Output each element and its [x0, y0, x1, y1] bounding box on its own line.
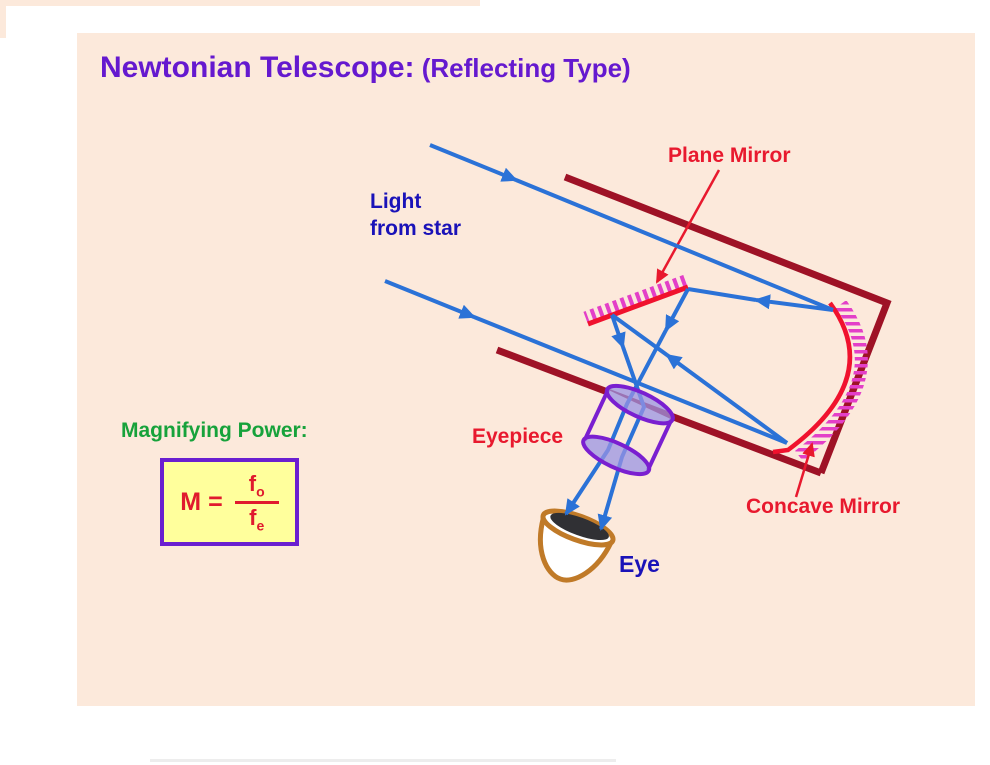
eye-pupil	[550, 512, 609, 541]
reflected-ray-2-start	[665, 353, 789, 445]
fraction-bar	[234, 500, 279, 504]
formula-fraction: fo fe	[234, 471, 279, 533]
formula-numerator: fo	[248, 471, 265, 500]
eye-drawing	[537, 508, 616, 583]
light-label-line2: from star	[370, 217, 462, 241]
eye-label: Eye	[619, 551, 660, 577]
reflected-ray-1-end	[687, 287, 757, 302]
top-edge-artifact	[0, 0, 480, 6]
light-from-star-label: Light from star	[370, 188, 461, 243]
eyepiece-ray-1-end	[597, 346, 647, 531]
eyepiece-top-lens	[604, 383, 675, 426]
plane-mirror	[587, 284, 689, 327]
bottom-edge-artifact	[150, 759, 616, 762]
light-label-line1: Light	[370, 190, 422, 213]
magnification-formula-box: M = fo fe	[160, 458, 299, 546]
magnifying-power-label: Magnifying Power:	[121, 419, 308, 442]
left-edge-artifact	[0, 0, 6, 38]
title-subtitle: (Reflecting Type)	[414, 53, 631, 83]
title-main: Newtonian Telescope:	[100, 51, 415, 84]
incoming-ray-2-end	[473, 315, 788, 445]
eyepiece-ray-2-start	[664, 288, 690, 332]
page-title: Newtonian Telescope: (Reflecting Type)	[100, 50, 631, 86]
incoming-ray-1-end	[515, 178, 834, 312]
plane-mirror-pointer-line	[655, 169, 721, 284]
incoming-ray-2-start	[384, 279, 476, 319]
plane-mirror-label: Plane Mirror	[668, 144, 791, 167]
slide-background	[77, 33, 975, 706]
concave-mirror-pointer-line	[794, 442, 815, 498]
concave-mirror-label: Concave Mirror	[746, 495, 901, 518]
incoming-ray-1-start	[429, 143, 518, 182]
eyepiece-bottom-lens	[581, 434, 652, 477]
light-rays	[384, 143, 834, 531]
plane-mirror-hatching	[583, 274, 688, 324]
formula-denominator: fe	[249, 504, 265, 533]
concave-mirror-hatching	[795, 300, 868, 462]
formula-lhs: M =	[180, 487, 223, 516]
eyepiece-ray-2-end	[564, 329, 668, 516]
concave-mirror	[772, 301, 853, 455]
reflected-ray-1-start	[754, 294, 834, 312]
eyepiece-ray-1-start	[610, 314, 626, 349]
eyepiece-label: Eyepiece	[472, 425, 564, 448]
eyepiece-lenses	[581, 383, 675, 477]
